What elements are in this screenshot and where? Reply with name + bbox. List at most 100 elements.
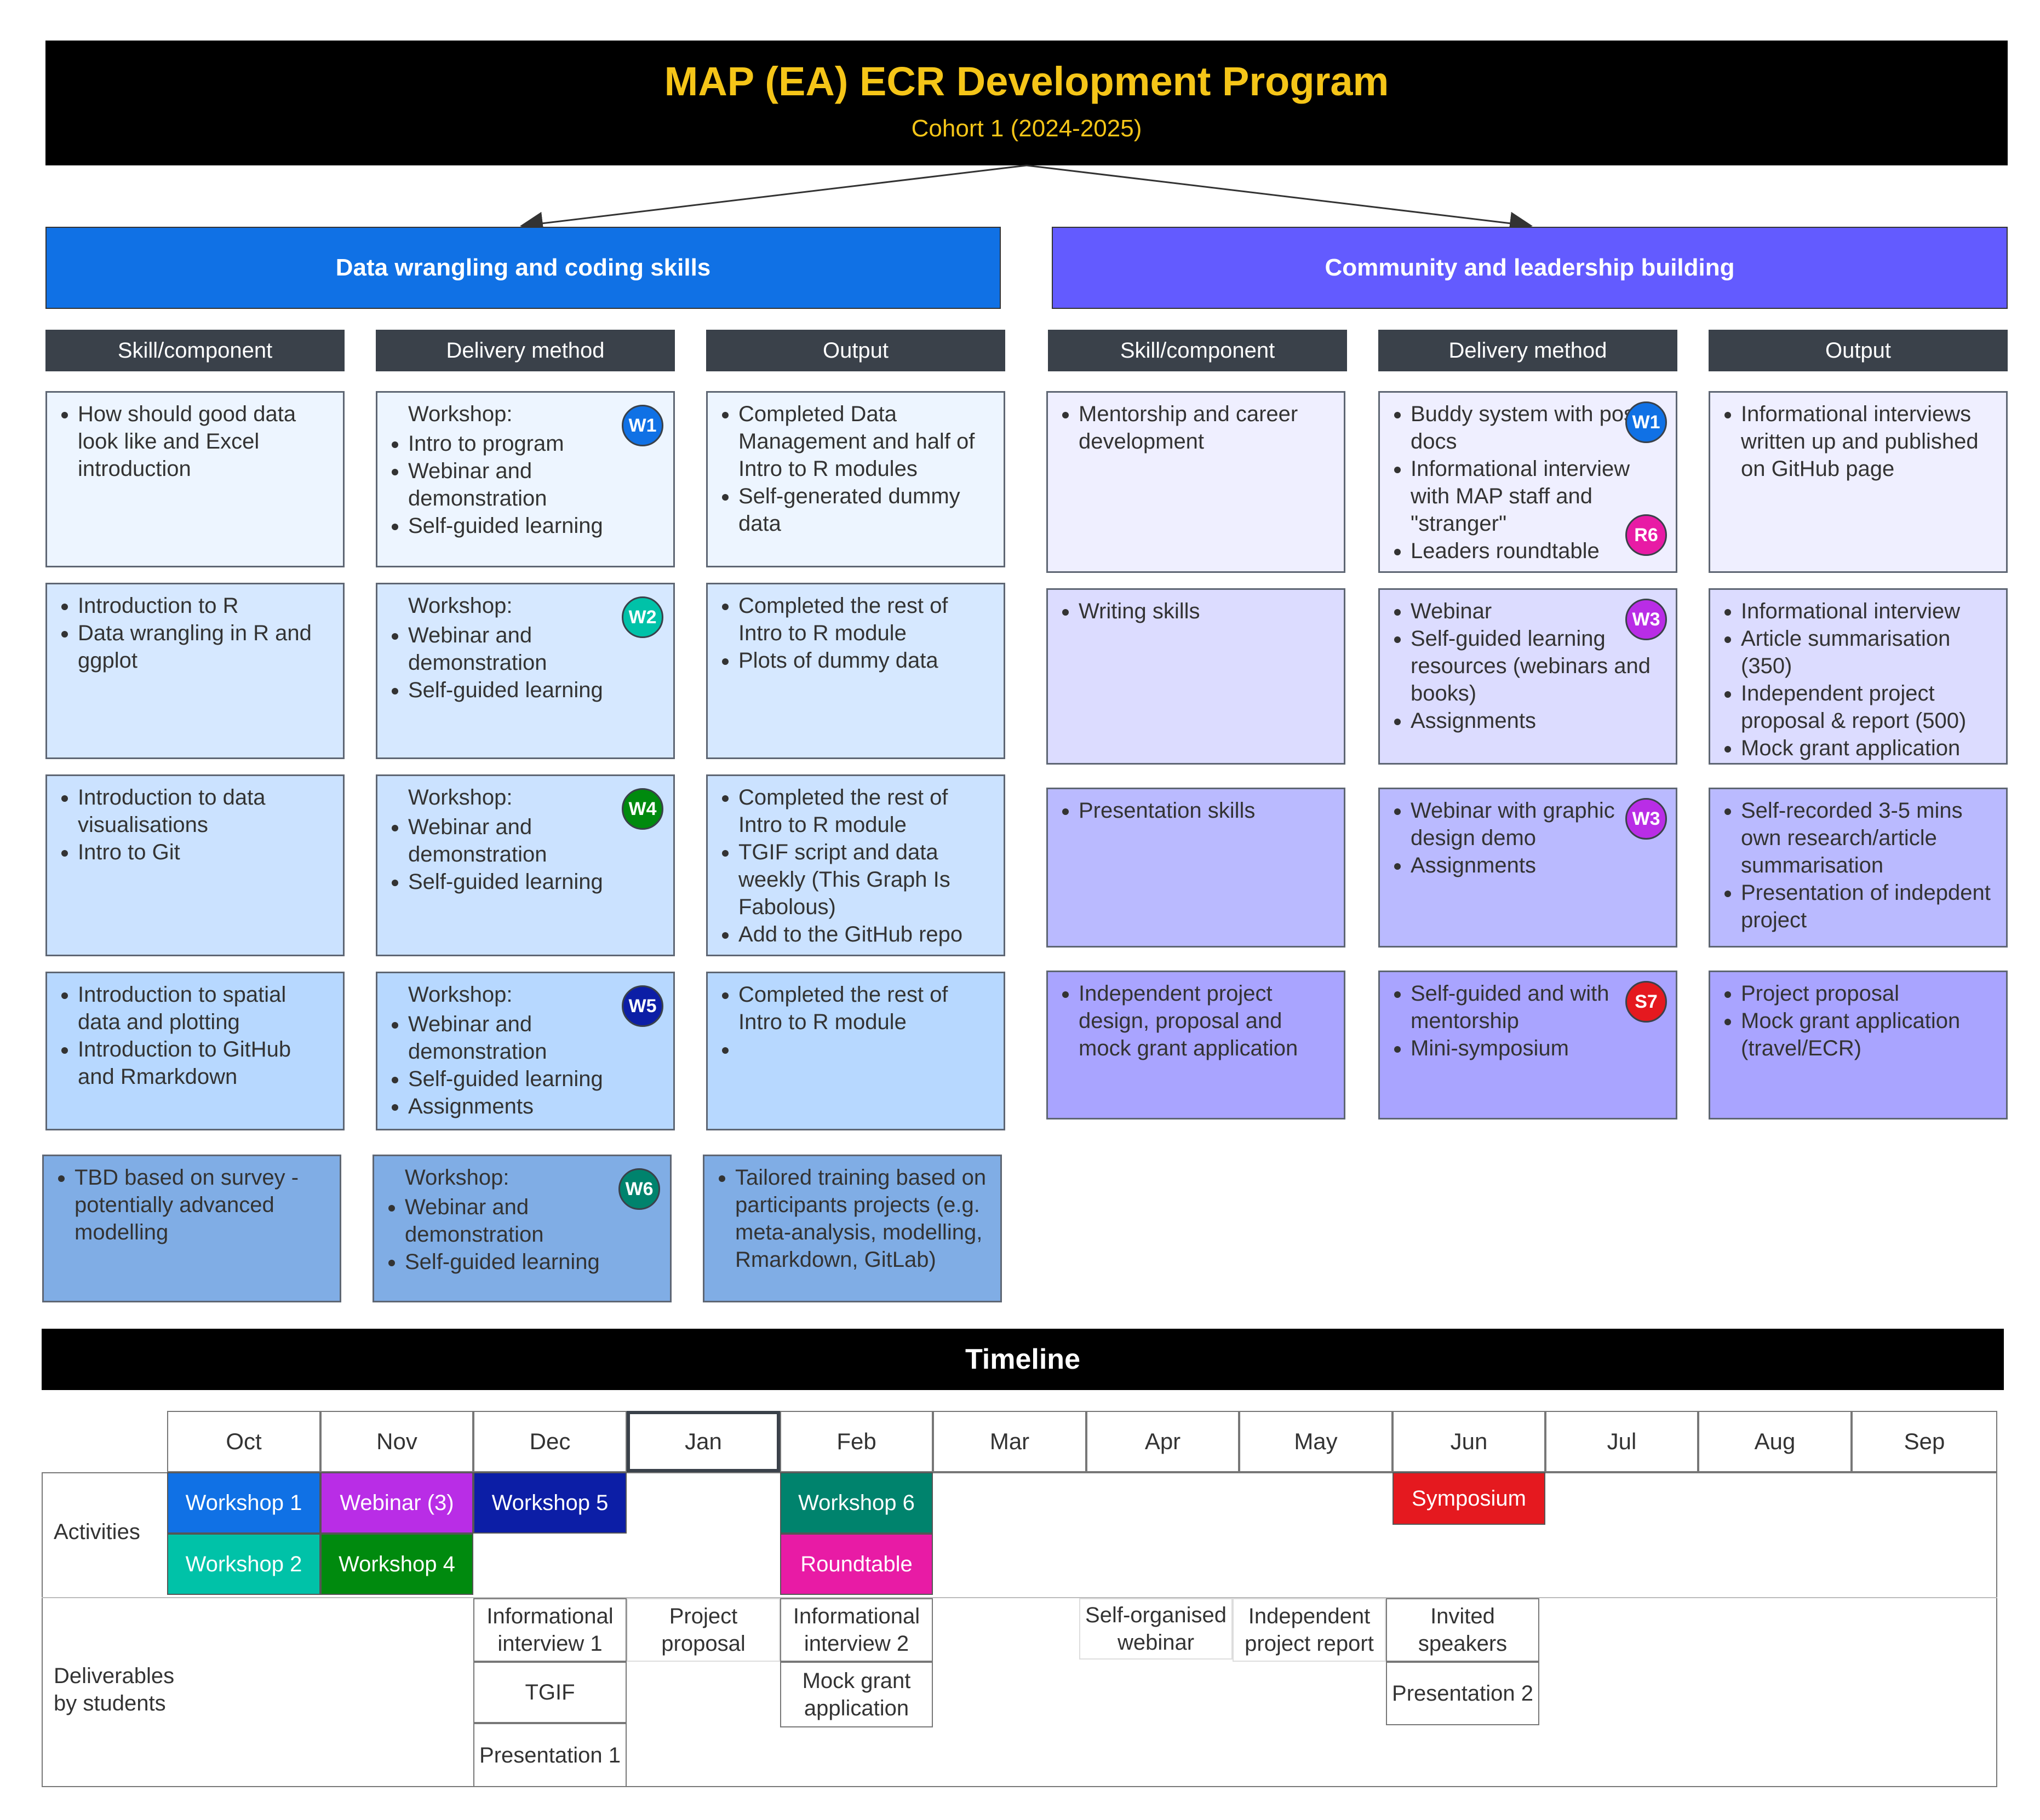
badge-w5: W5 <box>622 985 663 1027</box>
output-box-right-3: Self-recorded 3-5 mins own research/arti… <box>1709 788 2008 948</box>
month-jan: Jan <box>627 1411 780 1472</box>
activity-workshop-6: Workshop 6 <box>780 1472 933 1534</box>
output-box-left-5: Tailored training based on participants … <box>703 1155 1002 1302</box>
deliverable-independent-report: Independent project report <box>1233 1598 1386 1662</box>
row-label-deliverables: Deliverables by students <box>54 1664 175 1715</box>
bullet-list: Self-guided and with mentorshipMini-symp… <box>1395 980 1665 1062</box>
delivery-lead: Workshop: <box>408 402 513 426</box>
month-dec: Dec <box>473 1411 627 1472</box>
skill-box-left-2: Introduction to RData wrangling in R and… <box>45 583 345 759</box>
delivery-box-left-5: Workshop: Webinar and demonstrationSelf-g… <box>373 1155 672 1302</box>
delivery-lead: Workshop: <box>408 594 513 618</box>
output-box-left-4: Completed the rest of Intro to R module <box>706 972 1005 1130</box>
activity-roundtable: Roundtable <box>780 1534 933 1595</box>
cohort-subtitle: Cohort 1 (2024-2025) <box>911 115 1142 142</box>
section-data-wrangling: Data wrangling and coding skills <box>45 227 1001 309</box>
bullet-list: Webinar with graphic design demoAssignme… <box>1395 797 1665 879</box>
program-title: MAP (EA) ECR Development Program <box>664 59 1389 104</box>
bullet-list: Introduction to RData wrangling in R and… <box>62 592 332 674</box>
delivery-box-left-3: Workshop: Webinar and demonstrationSelf-g… <box>376 774 675 956</box>
bullet-item: Writing skills <box>1079 598 1333 625</box>
deliverable-presentation-1: Presentation 1 <box>473 1723 627 1787</box>
bullet-list: Mentorship and career development <box>1063 400 1333 455</box>
month-may: May <box>1239 1411 1393 1472</box>
skill-box-right-4: Independent project design, proposal and… <box>1046 971 1345 1119</box>
bullet-list: Independent project design, proposal and… <box>1063 980 1333 1062</box>
skill-box-left-4: Introduction to spatial data and plottin… <box>45 972 345 1130</box>
badge-r6: R6 <box>1625 514 1667 556</box>
bullet-item: Intro to program <box>408 430 662 457</box>
bullet-list: Project proposalMock grant application (… <box>1726 980 1995 1062</box>
bullet-list: Webinar and demonstrationSelf-guided lea… <box>393 1011 662 1120</box>
bullet-list: Intro to programWebinar and demonstratio… <box>393 430 662 539</box>
bullet-list: Tailored training based on participants … <box>720 1164 989 1273</box>
badge-w2: W2 <box>622 596 663 638</box>
bullet-item: Introduction to spatial data and plottin… <box>78 981 332 1036</box>
bullet-item: Self-guided and with mentorship <box>1411 980 1665 1035</box>
bullet-item: Self-recorded 3-5 mins own research/arti… <box>1741 797 1995 879</box>
delivery-lead: Workshop: <box>405 1166 509 1190</box>
col-header-output-right: Output <box>1709 330 2008 371</box>
deliverable-info-interview-1: Informational interview 1 <box>473 1598 627 1662</box>
delivery-lead: Workshop: <box>408 785 513 809</box>
bullet-item: Leaders roundtable <box>1411 537 1665 565</box>
bullet-list: Informational interviewArticle summarisa… <box>1726 598 1995 762</box>
bullet-item: Presentation of indepdent project <box>1741 879 1995 934</box>
bullet-item: TGIF script and data weekly (This Graph … <box>738 839 993 921</box>
connector-left <box>520 164 1027 230</box>
badge-s7: S7 <box>1625 981 1667 1023</box>
bullet-item: Mock grant application (travel/ECR) <box>1741 1007 1995 1062</box>
deliverable-presentation-2: Presentation 2 <box>1386 1662 1539 1725</box>
bullet-item: Webinar and demonstration <box>408 457 662 512</box>
col-header-skill-left: Skill/component <box>45 330 345 371</box>
bullet-item: Mentorship and career development <box>1079 400 1333 455</box>
bullet-item: Webinar and demonstration <box>405 1193 659 1248</box>
output-box-left-2: Completed the rest of Intro to R moduleP… <box>706 583 1005 759</box>
bullet-item <box>738 1036 993 1063</box>
bullet-item: Tailored training based on participants … <box>735 1164 989 1273</box>
deliverable-self-organised-webinar: Self-organised webinar <box>1079 1598 1233 1660</box>
bullet-list: WebinarSelf-guided learning resources (w… <box>1395 598 1665 734</box>
month-oct: Oct <box>167 1411 320 1472</box>
bullet-item: How should good data look like and Excel… <box>78 400 332 483</box>
delivery-box-right-2: WebinarSelf-guided learning resources (w… <box>1378 588 1677 765</box>
skill-box-right-1: Mentorship and career development <box>1046 391 1345 573</box>
badge-w4: W4 <box>622 788 663 830</box>
col-header-skill-right: Skill/component <box>1048 330 1347 371</box>
bullet-list: Completed Data Management and half of In… <box>723 400 993 537</box>
deliverable-project-proposal: Project proposal <box>627 1598 780 1662</box>
bullet-item: Self-guided learning <box>405 1248 659 1276</box>
bullet-list: Self-recorded 3-5 mins own research/arti… <box>1726 797 1995 934</box>
month-mar: Mar <box>933 1411 1086 1472</box>
month-aug: Aug <box>1698 1411 1852 1472</box>
bullet-item: Independent project design, proposal and… <box>1079 980 1333 1062</box>
col-header-delivery-right: Delivery method <box>1378 330 1677 371</box>
timeline-frame <box>42 1472 1997 1787</box>
activity-workshop-5: Workshop 5 <box>473 1472 627 1534</box>
bullet-item: Webinar and demonstration <box>408 813 662 868</box>
bullet-item: Self-guided learning <box>408 1065 662 1093</box>
bullet-item: Webinar and demonstration <box>408 622 662 676</box>
bullet-list: Completed the rest of Intro to R moduleT… <box>723 784 993 948</box>
badge-w1: W1 <box>1625 401 1667 443</box>
timeline-title: Timeline <box>42 1329 2004 1390</box>
bullet-item: Article summarisation (350) <box>1741 625 1995 680</box>
bullet-item: Self-guided learning <box>408 868 662 895</box>
bullet-item: Webinar <box>1411 598 1665 625</box>
deliverable-tgif: TGIF <box>473 1662 627 1723</box>
bullet-item: Project proposal <box>1741 980 1995 1007</box>
bullet-item: Self-generated dummy data <box>738 483 993 537</box>
month-sep: Sep <box>1852 1411 1997 1472</box>
badge-w3: W3 <box>1625 599 1667 640</box>
bullet-item: Completed the rest of Intro to R module <box>738 592 993 647</box>
bullet-item: Presentation skills <box>1079 797 1333 824</box>
delivery-lead: Workshop: <box>408 983 513 1007</box>
bullet-item: Webinar and demonstration <box>408 1011 662 1065</box>
bullet-item: Informational interview <box>1741 598 1995 625</box>
badge-w6: W6 <box>618 1168 660 1210</box>
activity-workshop-4: Workshop 4 <box>320 1534 473 1595</box>
deliverable-invited-speakers: Invited speakers <box>1386 1598 1539 1662</box>
badge-w3: W3 <box>1625 798 1667 840</box>
bullet-item: Plots of dummy data <box>738 647 993 674</box>
output-box-right-1: Informational interviews written up and … <box>1709 391 2008 573</box>
